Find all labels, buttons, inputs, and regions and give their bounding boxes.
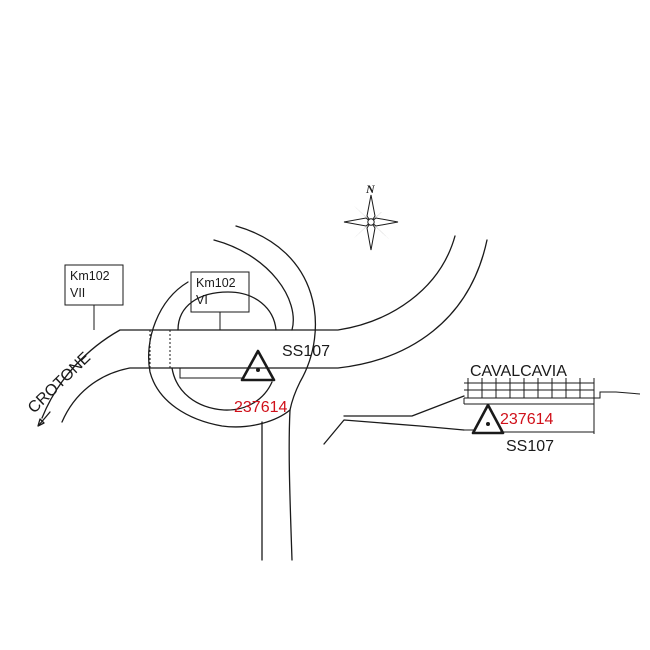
inset-benchmark-id: 237614 — [500, 411, 553, 428]
km-marker-vii-line2: VII — [70, 286, 85, 300]
north-label: N — [365, 182, 376, 196]
km-marker-vi-line1: Km102 — [196, 276, 236, 290]
overpass-railing — [467, 378, 595, 398]
km-marker-vii-line1: Km102 — [70, 269, 110, 283]
benchmark-triangle-icon — [240, 349, 276, 382]
km-marker-vi: Km102 VI — [190, 271, 250, 330]
inset-benchmark-triangle-icon — [471, 403, 505, 435]
overpass-inset: CAVALCAVIA 2 — [323, 363, 641, 455]
crotone-arrow-icon — [37, 411, 51, 427]
km-marker-vii: Km102 VII — [64, 264, 124, 330]
benchmark-id: 237614 — [234, 399, 287, 416]
crotone-label: CROTONE — [25, 349, 94, 417]
km-marker-vi-line2: VI — [196, 293, 208, 307]
north-compass-icon: N — [343, 182, 399, 251]
roundabout — [148, 225, 317, 561]
overpass-title: CAVALCAVIA — [470, 363, 567, 380]
inset-road-label: SS107 — [506, 438, 554, 455]
road-ss107 — [41, 235, 488, 423]
road-label-ss107: SS107 — [282, 343, 330, 360]
